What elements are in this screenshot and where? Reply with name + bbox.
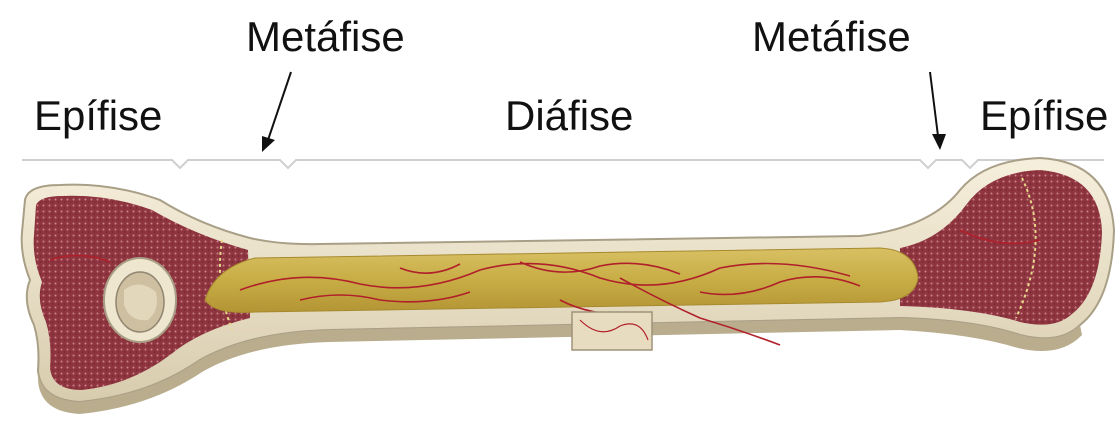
nutrient-window [572, 312, 652, 350]
region-bracket [22, 160, 1104, 168]
arrow-metaphysis-right [930, 72, 946, 150]
bone [22, 158, 1114, 414]
label-metaphysis-right: Metáfise [752, 16, 911, 58]
spongy-bone-right [900, 170, 1102, 325]
marrow-cavity [205, 248, 918, 313]
label-epiphysis-left: Epífise [34, 95, 162, 137]
label-epiphysis-right: Epífise [980, 95, 1108, 137]
label-metaphysis-left: Metáfise [246, 16, 405, 58]
label-diaphysis: Diáfise [505, 95, 633, 137]
arrow-metaphysis-left [262, 72, 291, 152]
